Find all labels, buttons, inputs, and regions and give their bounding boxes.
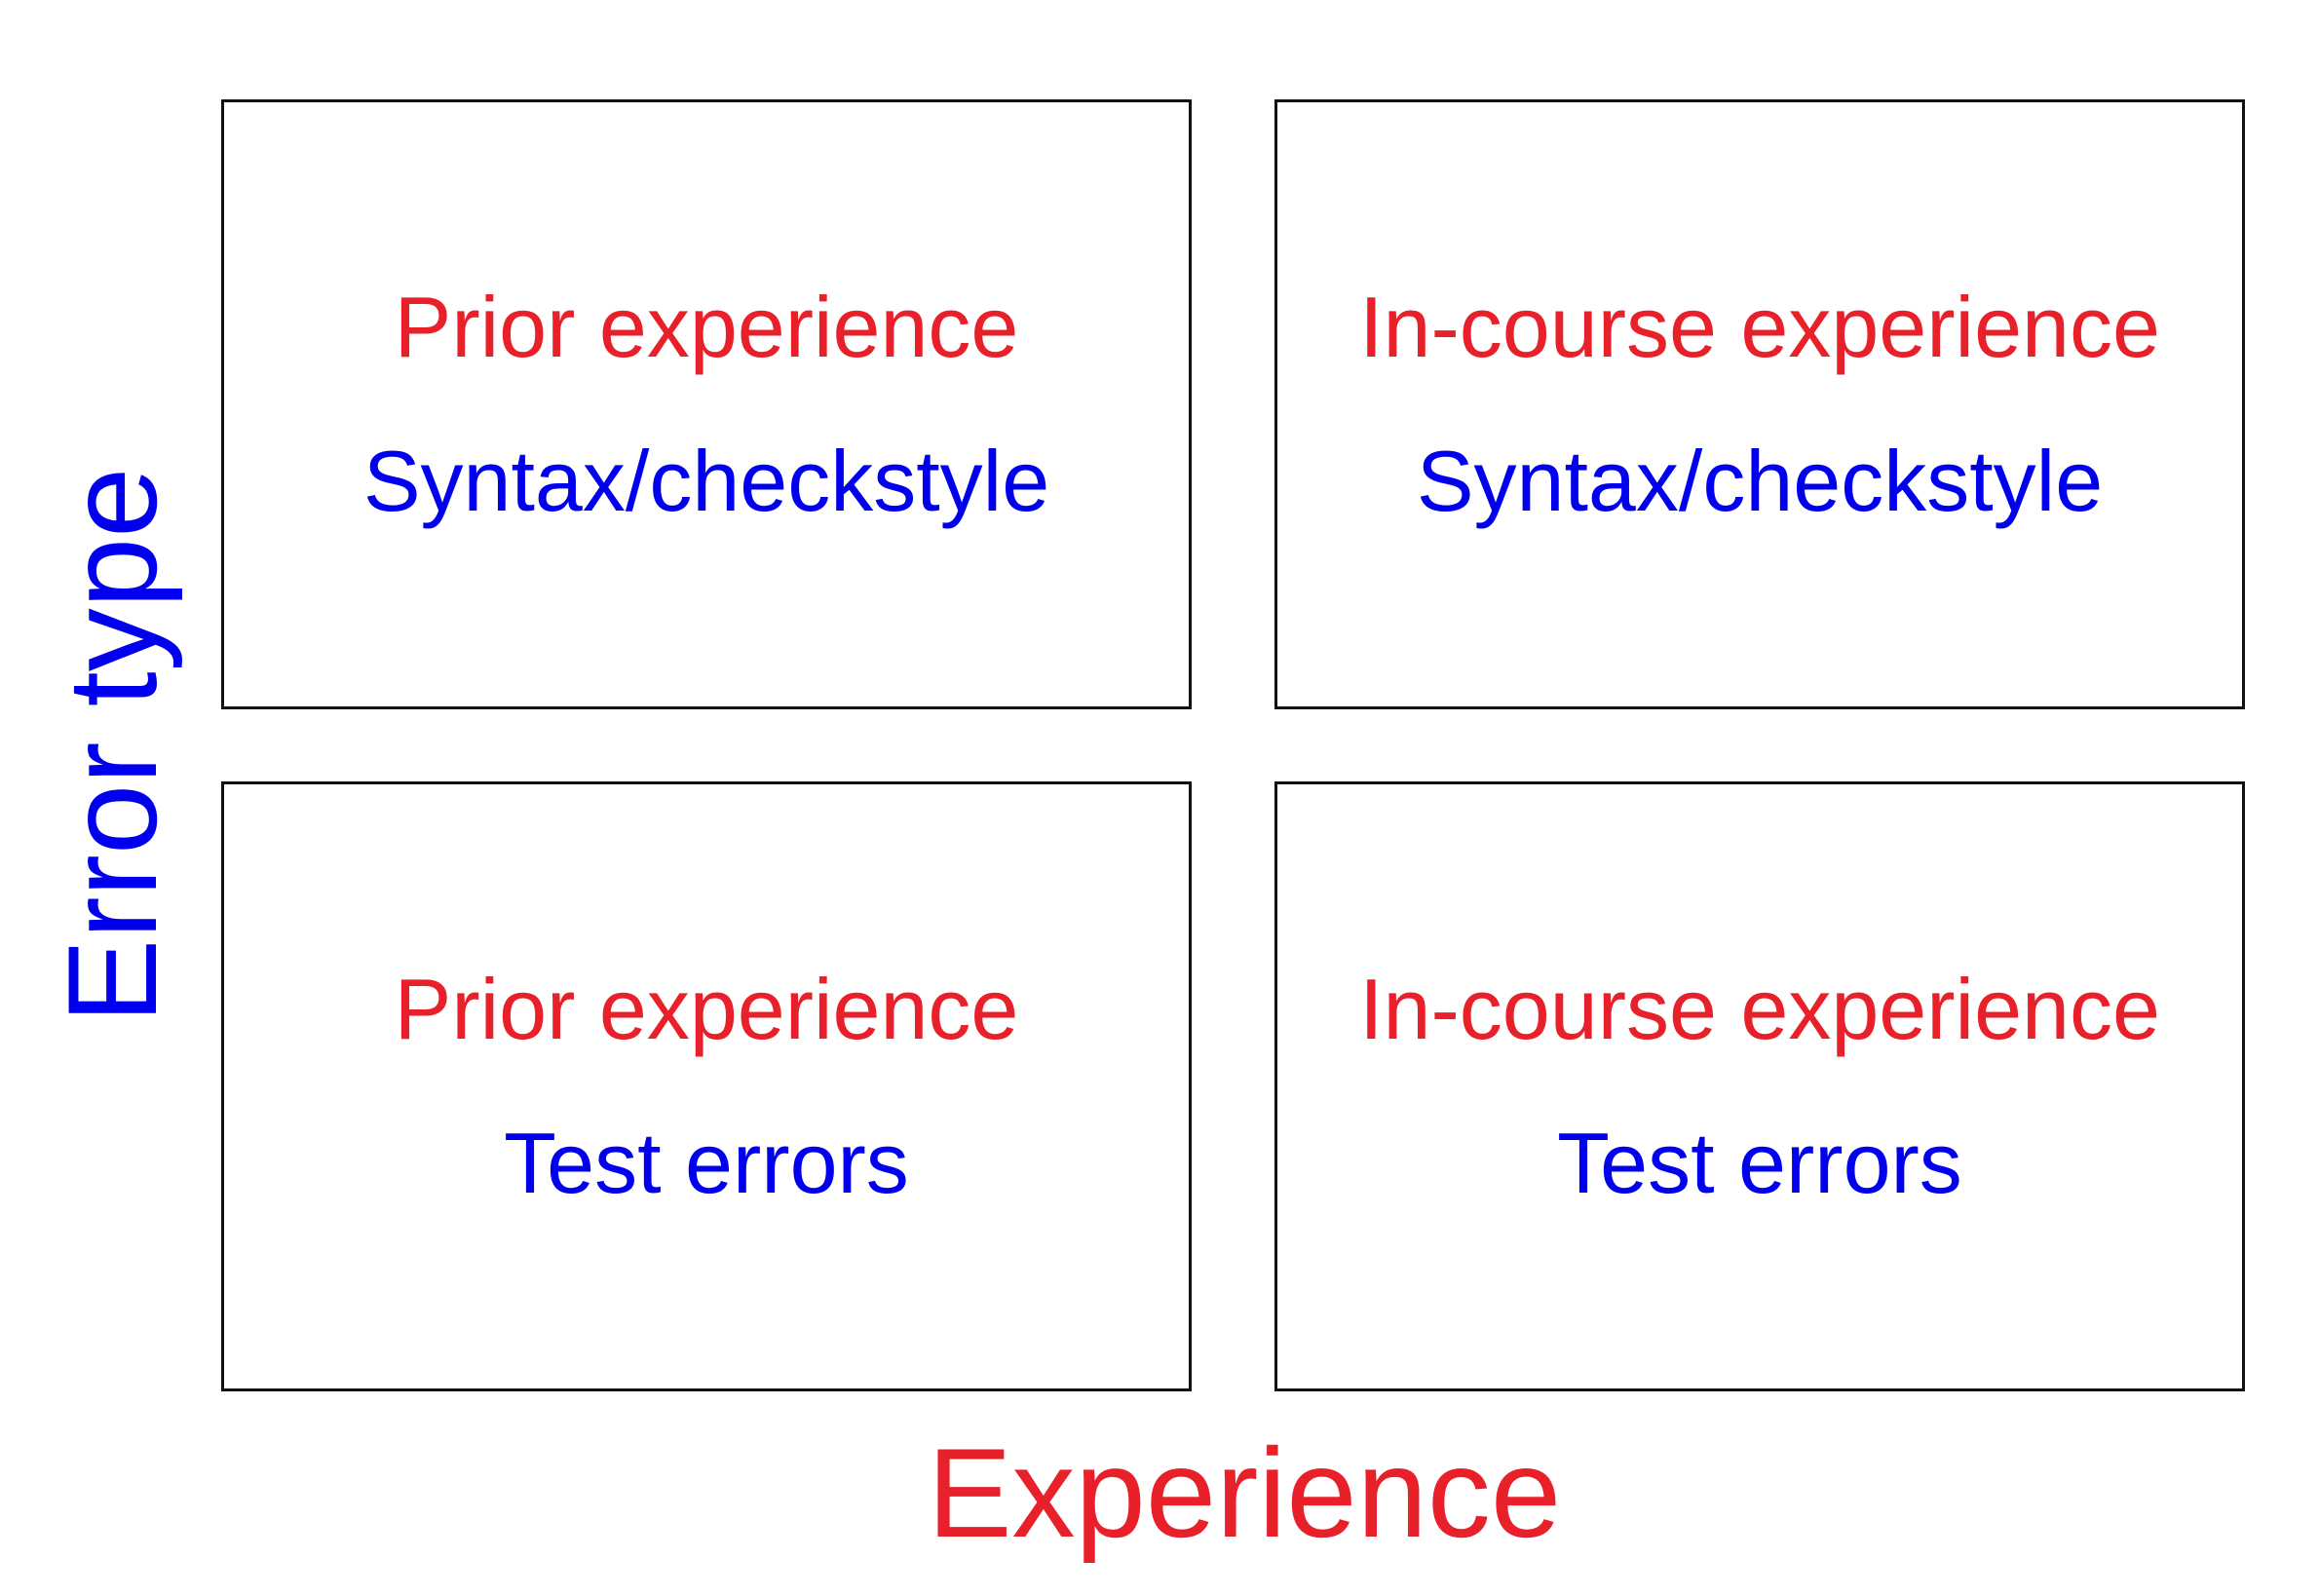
- experience-label: Prior experience: [394, 279, 1019, 375]
- error-type-label: Test errors: [504, 1115, 909, 1211]
- x-axis-label: Experience: [927, 1422, 1562, 1564]
- experience-label: In-course experience: [1359, 961, 2160, 1057]
- error-type-label: Syntax/checkstyle: [1416, 433, 2104, 529]
- quadrant-incourse-syntax: In-course experience Syntax/checkstyle: [1274, 99, 2245, 709]
- y-axis-label: Error type: [41, 467, 183, 1024]
- error-type-label: Test errors: [1557, 1115, 1962, 1211]
- experience-label: Prior experience: [394, 961, 1019, 1057]
- quadrant-prior-syntax: Prior experience Syntax/checkstyle: [221, 99, 1192, 709]
- quadrant-prior-test: Prior experience Test errors: [221, 781, 1192, 1391]
- experience-label: In-course experience: [1359, 279, 2160, 375]
- error-type-label: Syntax/checkstyle: [362, 433, 1050, 529]
- quadrant-incourse-test: In-course experience Test errors: [1274, 781, 2245, 1391]
